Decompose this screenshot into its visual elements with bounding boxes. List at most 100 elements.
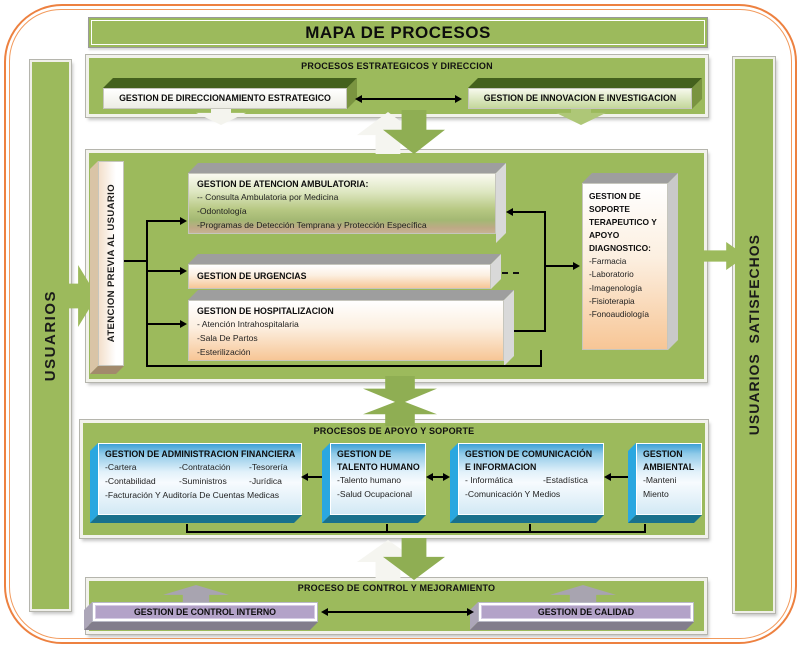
- list-item: -Fonoaudiología: [589, 309, 649, 320]
- box-3d-bottom: [470, 622, 694, 630]
- box-atencion-previa-body: ATENCION PREVIA AL USUARIO: [98, 161, 124, 366]
- list-item: -Imagenología: [589, 282, 643, 293]
- page-title: MAPA DE PROCESOS: [91, 20, 705, 45]
- box-talento: GESTION DE TALENTO HUMANO -Talento human…: [330, 443, 426, 515]
- arrowhead-right-icon: [467, 608, 474, 616]
- box-urgencias-title: GESTION DE URGENCIAS: [197, 270, 307, 281]
- box-hospitalizacion-body: GESTION DE HOSPITALIZACION - Atención In…: [188, 300, 504, 361]
- box-financiera-body: GESTION DE ADMINISTRACION FINANCIERA -Ca…: [98, 443, 302, 515]
- box-3d-top: [468, 78, 702, 88]
- list-item: -Farmacia: [589, 256, 627, 267]
- box-3d-bottom: [322, 515, 426, 523]
- box-innovacion: GESTION DE INNOVACION E INVESTIGACION: [468, 88, 692, 109]
- list-item: -Talento humano: [337, 475, 402, 486]
- list-item: -Contratación: [179, 462, 231, 473]
- arrowhead-right-icon: [180, 320, 187, 328]
- box-3d-side: [90, 161, 98, 374]
- list-item: -Comunicación Y Medios: [465, 489, 561, 500]
- box-3d-top: [188, 254, 501, 264]
- list-item: Miento: [643, 489, 669, 500]
- box-financiera-title: GESTION DE ADMINISTRACION FINANCIERA: [105, 449, 296, 459]
- arrowhead-right-icon: [573, 262, 580, 270]
- connector-line: [432, 476, 444, 478]
- box-3d-side: [470, 602, 478, 630]
- connector-line: [186, 531, 646, 533]
- rail-usuarios-satisfechos-label: USUARIOS SATISFECHOS: [746, 234, 762, 436]
- box-3d-side: [496, 163, 506, 243]
- box-control-interno: GESTION DE CONTROL INTERNO: [92, 602, 318, 622]
- list-item: -Programas de Detección Temprana y Prote…: [197, 220, 427, 231]
- arrowhead-left-icon: [604, 473, 611, 481]
- box-3d-bottom: [450, 515, 604, 523]
- box-ambulatoria-body: GESTION DE ATENCION AMBULATORIA: -- Cons…: [188, 173, 496, 234]
- box-3d-top: [188, 163, 506, 173]
- arrowhead-right-icon: [180, 267, 187, 275]
- box-ambiental-title: GESTION AMBIENTAL: [643, 449, 695, 473]
- list-item: -- Consulta Ambulatoria por Medicina: [197, 192, 339, 203]
- box-ambulatoria: GESTION DE ATENCION AMBULATORIA: -- Cons…: [188, 173, 496, 243]
- arrowhead-right-icon: [455, 95, 462, 103]
- rail-usuarios-satisfechos: USUARIOS SATISFECHOS: [732, 56, 776, 614]
- box-comunicacion: GESTION DE COMUNICACIÓN E INFORMACION - …: [458, 443, 604, 515]
- connector-dashed-line: [502, 272, 519, 274]
- box-3d-bottom: [90, 366, 124, 374]
- box-3d-side: [668, 173, 678, 350]
- box-calidad: GESTION DE CALIDAD: [478, 602, 694, 622]
- arrowhead-left-icon: [506, 208, 513, 216]
- list-item: -Salud Ocupacional: [337, 489, 413, 500]
- box-3d-side: [322, 443, 330, 523]
- connector-line: [146, 220, 148, 366]
- connector-line: [529, 524, 531, 532]
- box-soporte: GESTION DE SOPORTE TERAPEUTICO Y APOYO D…: [582, 183, 668, 350]
- arrowhead-left-icon: [301, 473, 308, 481]
- connector-line: [514, 330, 546, 332]
- box-hospitalizacion: GESTION DE HOSPITALIZACION - Atención In…: [188, 300, 504, 366]
- box-3d-bottom: [90, 515, 302, 523]
- rail-usuarios: USUARIOS: [29, 59, 72, 612]
- box-ambulatoria-title: GESTION DE ATENCION AMBULATORIA:: [197, 179, 369, 189]
- box-calidad-label: GESTION DE CALIDAD: [481, 605, 691, 619]
- box-direccionamiento-label: GESTION DE DIRECCIONAMIENTO ESTRATEGICO: [103, 88, 347, 109]
- box-3d-top: [103, 78, 357, 88]
- list-item: -Odontología: [197, 206, 247, 217]
- box-atencion-previa: ATENCION PREVIA AL USUARIO: [98, 161, 124, 366]
- box-hospitalizacion-title: GESTION DE HOSPITALIZACION: [197, 306, 334, 316]
- box-3d-side: [84, 602, 92, 630]
- box-soporte-body: GESTION DE SOPORTE TERAPEUTICO Y APOYO D…: [582, 183, 668, 350]
- connector-line: [540, 350, 542, 367]
- box-3d-top: [188, 290, 514, 300]
- box-3d-side: [628, 443, 636, 523]
- orange-frame-outer: [4, 4, 797, 644]
- box-comunicacion-title: GESTION DE COMUNICACIÓN E INFORMACION: [465, 449, 593, 473]
- box-soporte-title: GESTION DE SOPORTE TERAPEUTICO Y APOYO D…: [589, 191, 657, 254]
- list-item: -Jurídica: [249, 476, 282, 487]
- connector-line: [146, 220, 180, 222]
- connector-line: [124, 260, 147, 262]
- list-item: -Contabilidad: [105, 476, 156, 487]
- arrowhead-left-icon: [355, 95, 362, 103]
- box-urgencias: GESTION DE URGENCIAS: [188, 264, 491, 289]
- box-control-interno-label: GESTION DE CONTROL INTERNO: [95, 605, 315, 619]
- arrowhead-right-icon: [443, 473, 450, 481]
- section-estrategicos-header: PROCESOS ESTRATEGICOS Y DIRECCION: [301, 61, 493, 71]
- box-comunicacion-body: GESTION DE COMUNICACIÓN E INFORMACION - …: [458, 443, 604, 515]
- connector-line: [611, 476, 628, 478]
- box-3d-side: [504, 290, 514, 366]
- connector-estrategicos: [362, 98, 456, 100]
- connector-line: [513, 211, 546, 213]
- orange-frame-inner: [9, 9, 792, 639]
- box-innovacion-label: GESTION DE INNOVACION E INVESTIGACION: [468, 88, 692, 109]
- connector-line: [644, 524, 646, 532]
- arrowhead-left-icon: [426, 473, 433, 481]
- section-control-header: PROCESO DE CONTROL Y MEJORAMIENTO: [297, 583, 496, 593]
- connector-line: [146, 323, 180, 325]
- connector-control: [328, 611, 468, 613]
- box-direccionamiento: GESTION DE DIRECCIONAMIENTO ESTRATEGICO: [103, 88, 347, 109]
- box-calidad-frame: GESTION DE CALIDAD: [478, 602, 694, 622]
- box-atencion-previa-label: ATENCION PREVIA AL USUARIO: [105, 184, 117, 343]
- box-control-interno-frame: GESTION DE CONTROL INTERNO: [92, 602, 318, 622]
- connector-line: [146, 365, 542, 367]
- arrowhead-right-icon: [180, 217, 187, 225]
- box-ambiental-body: GESTION AMBIENTAL -Manteni Miento: [636, 443, 702, 515]
